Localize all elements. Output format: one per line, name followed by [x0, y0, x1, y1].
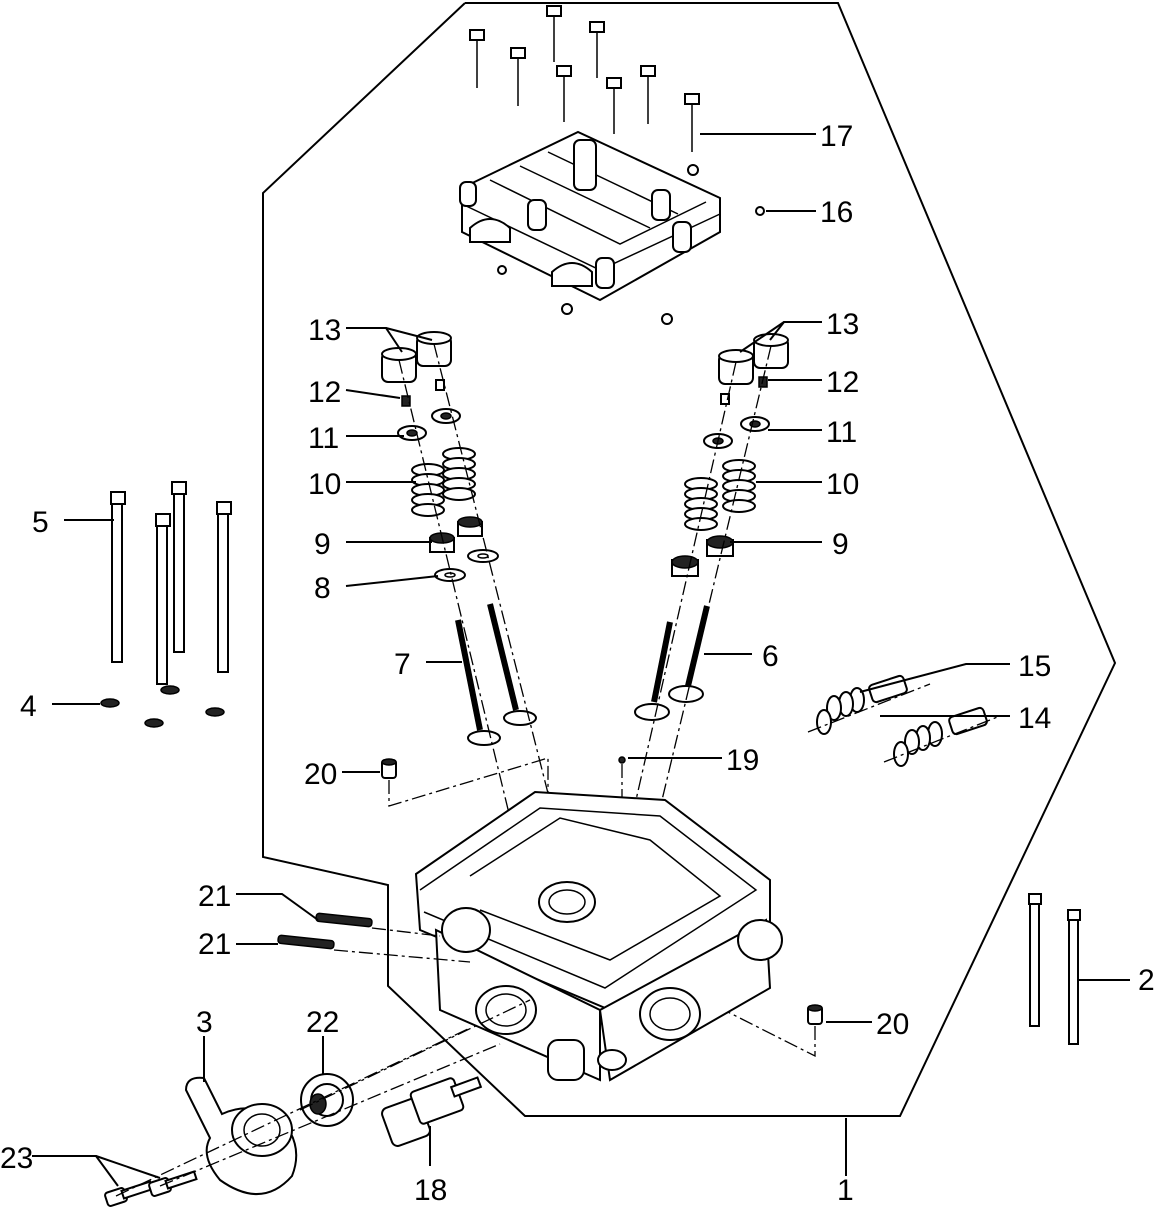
side-bolts — [1028, 893, 1081, 1045]
callout-9b: 9 — [832, 528, 849, 561]
valve-train-exhaust — [619, 333, 789, 871]
callout-13a: 13 — [308, 314, 341, 347]
callout-14: 14 — [1018, 702, 1051, 735]
locating-pins — [277, 912, 471, 963]
callout-4: 4 — [20, 690, 37, 723]
thermostat-assembly — [104, 999, 531, 1207]
callout-10a: 10 — [308, 468, 341, 501]
callout-15: 15 — [1018, 650, 1051, 683]
callout-5: 5 — [32, 506, 49, 539]
callout-3: 3 — [196, 1006, 213, 1039]
callout-9a: 9 — [314, 528, 331, 561]
leader-lines — [32, 133, 1130, 1187]
camshaft-holder — [459, 130, 765, 325]
callout-6: 6 — [762, 640, 779, 673]
callout-20a: 20 — [304, 758, 337, 791]
dowel-pins — [381, 756, 823, 1058]
callout-7: 7 — [394, 648, 411, 681]
callout-19: 19 — [726, 744, 759, 777]
callout-23: 23 — [0, 1142, 33, 1175]
cam-cap-bolts — [469, 5, 700, 176]
oil-jets — [807, 674, 1001, 767]
callout-13b: 13 — [826, 308, 859, 341]
callout-labels: 1 2 3 4 5 6 7 8 9 9 10 10 11 11 12 12 13… — [0, 120, 1155, 1207]
callout-20b: 20 — [876, 1008, 909, 1041]
callout-21a: 21 — [198, 880, 231, 913]
callout-1: 1 — [837, 1174, 854, 1207]
callout-22: 22 — [306, 1006, 339, 1039]
callout-12a: 12 — [308, 376, 341, 409]
cylinder-head-bolts — [110, 481, 232, 685]
callout-2: 2 — [1138, 964, 1155, 997]
callout-10b: 10 — [826, 468, 859, 501]
callout-16: 16 — [820, 196, 853, 229]
callout-17: 17 — [820, 120, 853, 153]
cylinder-head — [414, 790, 783, 1082]
callout-8: 8 — [314, 572, 331, 605]
callout-12b: 12 — [826, 366, 859, 399]
assembly-boundary — [262, 2, 1117, 1117]
callout-11b: 11 — [826, 416, 857, 449]
head-bolt-washers — [100, 685, 225, 728]
callout-21b: 21 — [198, 928, 231, 961]
callout-11a: 11 — [308, 422, 339, 455]
callout-18: 18 — [414, 1174, 447, 1207]
